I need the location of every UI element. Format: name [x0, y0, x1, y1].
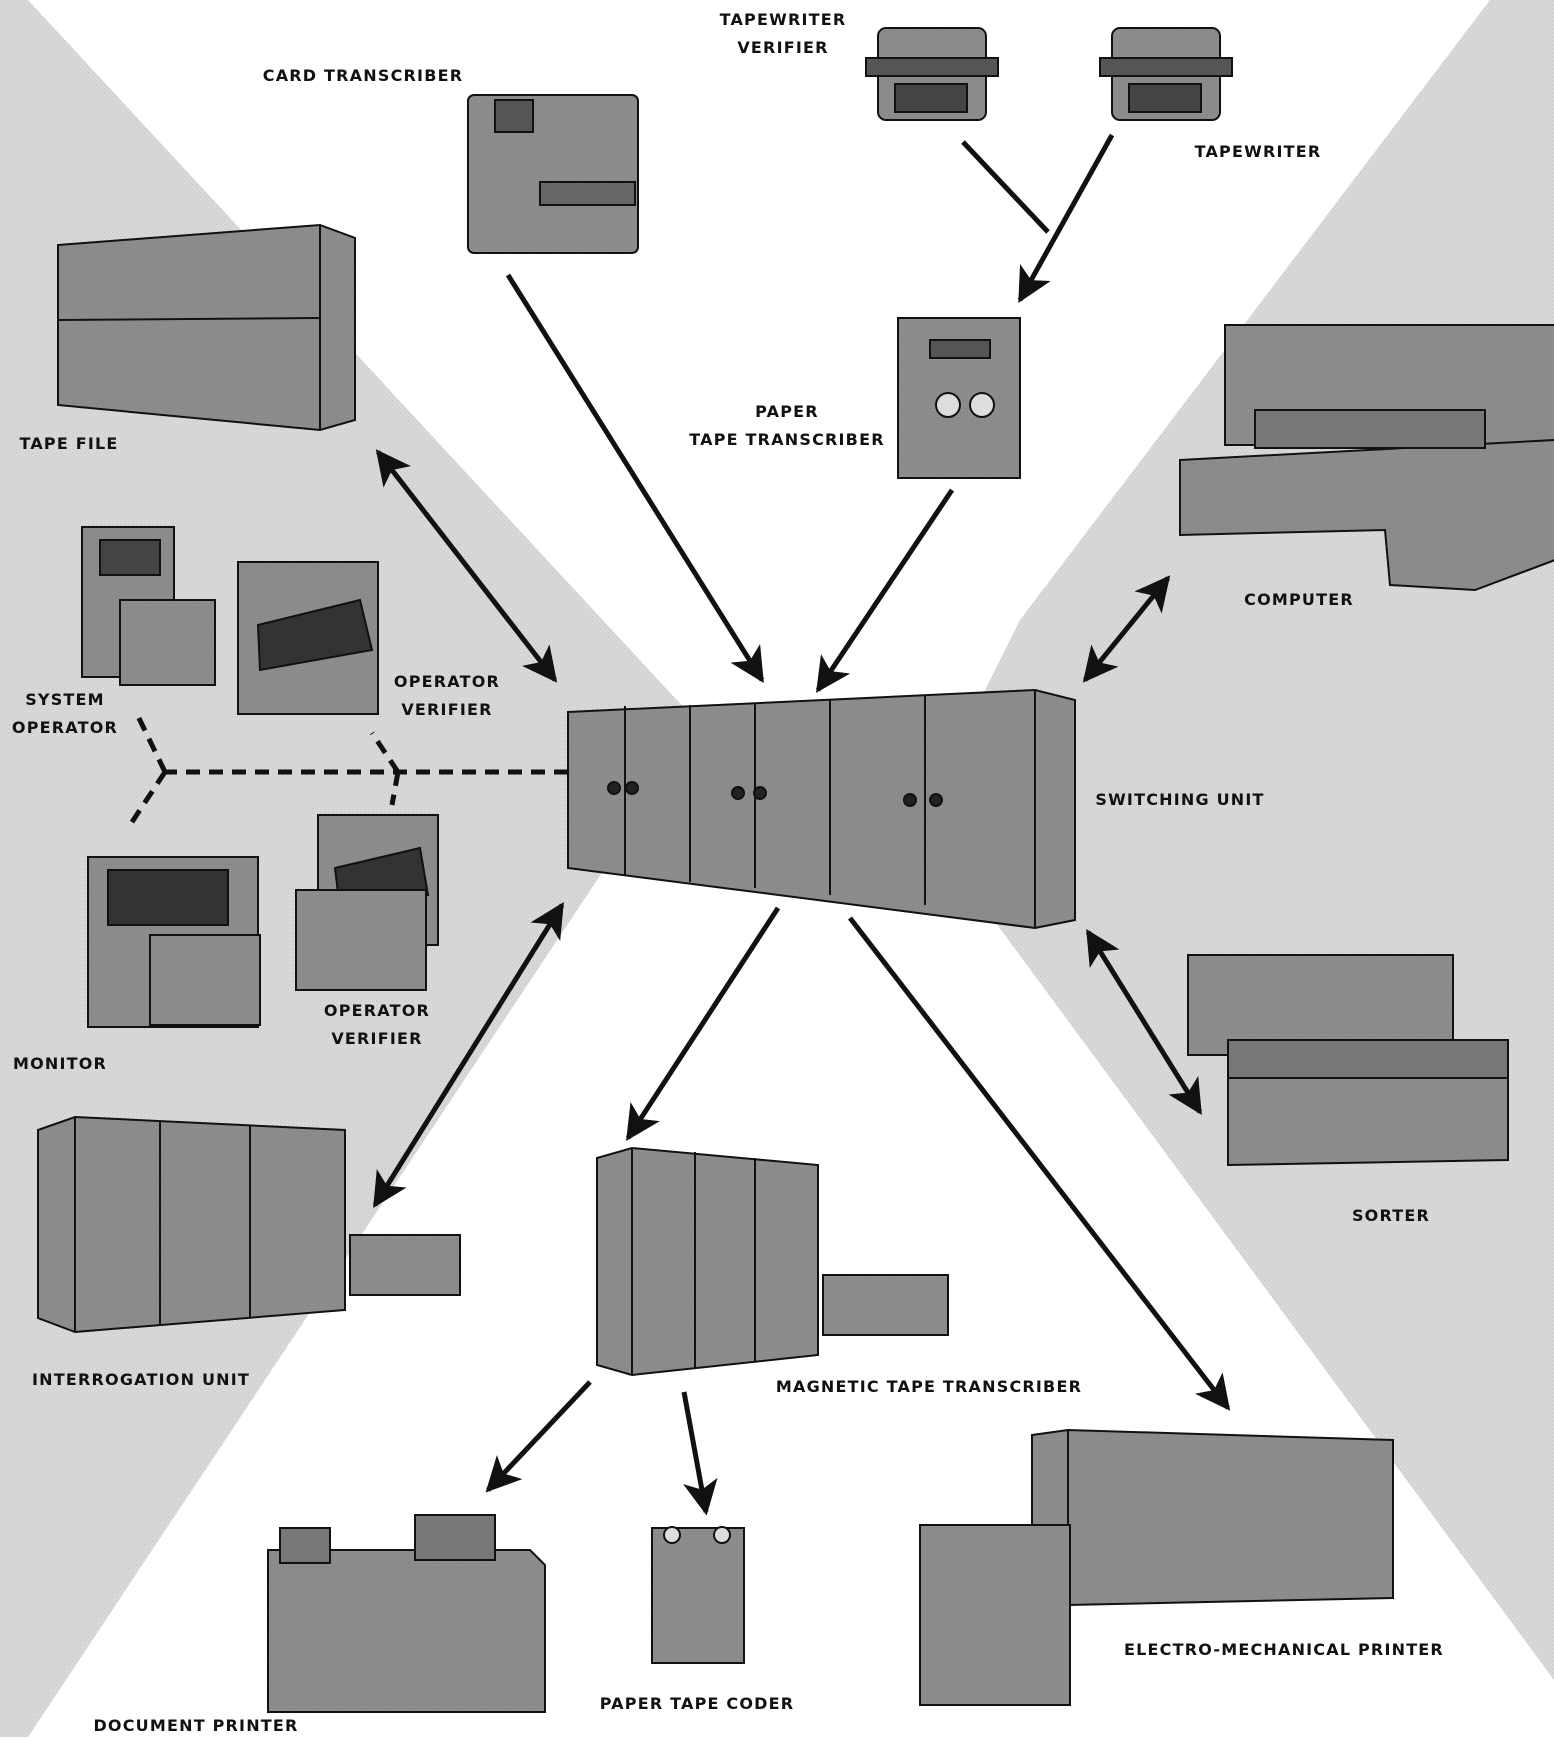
system-operator-label: SYSTEM OPERATOR: [12, 686, 118, 742]
tapewriter-icon: [1100, 28, 1232, 120]
arrow-paper-tape-to-switching: [818, 490, 952, 690]
paper-tape-reader-icon: [898, 318, 1020, 478]
arrow-magnetic-to-document-printer: [488, 1382, 590, 1490]
tapewriter-label: TAPEWRITER: [1195, 138, 1322, 166]
paper-tape-transcriber-label: PAPER TAPE TRANSCRIBER: [689, 398, 884, 454]
operator-verifier-label-top: OPERATOR VERIFIER: [394, 668, 500, 724]
card-transcriber-icon: [468, 95, 638, 253]
tapewriter-verifier-label-line1: TAPEWRITER: [720, 6, 847, 34]
monitor-label: MONITOR: [13, 1050, 107, 1078]
card-transcriber-label: CARD TRANSCRIBER: [263, 62, 464, 90]
arrow-verifier-junction: [963, 142, 1048, 232]
magnetic-tape-transcriber-label: MAGNETIC TAPE TRANSCRIBER: [776, 1373, 1082, 1401]
switching-cabinet-icon: [568, 690, 1075, 928]
computer-label: COMPUTER: [1244, 586, 1354, 614]
arrow-magnetic-to-tape-coder: [684, 1392, 706, 1512]
monitor-console-icon: [88, 857, 260, 1027]
interrogation-unit-label: INTERROGATION UNIT: [32, 1366, 250, 1394]
operator-console-icon: [238, 562, 378, 714]
paper-tape-coder-label: PAPER TAPE CODER: [600, 1690, 795, 1718]
sorter-label: SORTER: [1352, 1202, 1430, 1230]
arrow-switching-to-magnetic-tape: [628, 908, 778, 1138]
document-printer-icon: [268, 1515, 545, 1712]
tape-file-cabinet-icon: [58, 225, 355, 430]
operator-console-icon: [296, 815, 438, 990]
tapewriter-verifier-icon: [866, 28, 998, 120]
document-printer-label: DOCUMENT PRINTER: [93, 1712, 298, 1740]
tapewriter-verifier-label-line2: VERIFIER: [720, 34, 847, 62]
tapewriter-verifier-label: TAPEWRITER VERIFIER: [720, 6, 847, 62]
tape-file-label: TAPE FILE: [19, 430, 118, 458]
electro-mechanical-printer-label: ELECTRO-MECHANICAL PRINTER: [1124, 1636, 1444, 1664]
tape-coder-icon: [652, 1527, 744, 1663]
operator-verifier-label-bottom: OPERATOR VERIFIER: [324, 997, 430, 1053]
switching-unit-label: SWITCHING UNIT: [1095, 786, 1264, 814]
tape-transcriber-cabinet-icon: [597, 1148, 948, 1375]
